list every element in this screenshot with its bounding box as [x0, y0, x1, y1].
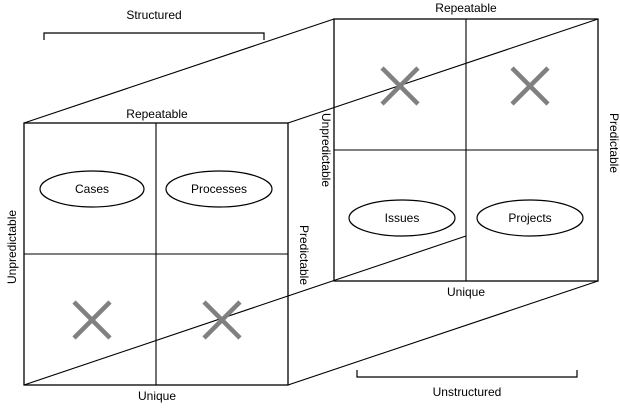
unstructured-bracket — [356, 370, 578, 378]
top-right-edge — [287, 18, 599, 124]
back-top-label: Repeatable — [435, 1, 497, 15]
front-left-label: Unpredictable — [5, 210, 19, 284]
processes-ellipse — [165, 170, 273, 208]
back-left-label: Unpredictable — [319, 113, 333, 187]
processes-label: Processes — [191, 182, 247, 196]
bottom-right-edge — [287, 280, 599, 386]
unstructured-label: Unstructured — [433, 385, 502, 399]
bottom-left-edge — [23, 235, 467, 386]
cross-icon — [380, 66, 420, 106]
projects-ellipse — [476, 199, 584, 237]
cross-icon — [72, 300, 112, 340]
front-top-label: Repeatable — [126, 107, 188, 121]
front-bottom-label: Unique — [138, 389, 176, 403]
cross-icon — [510, 66, 550, 106]
issues-label: Issues — [385, 211, 420, 225]
cross-icon — [202, 300, 242, 340]
back-right-label: Predictable — [607, 113, 620, 173]
back-bottom-label: Unique — [447, 285, 485, 299]
cases-label: Cases — [75, 182, 109, 196]
top-left-edge — [23, 18, 335, 124]
structured-label: Structured — [126, 8, 181, 22]
front-right-label: Predictable — [297, 225, 311, 285]
issues-ellipse — [348, 199, 456, 237]
cases-ellipse — [39, 170, 145, 208]
structured-bracket — [43, 32, 265, 40]
projects-label: Projects — [508, 211, 551, 225]
